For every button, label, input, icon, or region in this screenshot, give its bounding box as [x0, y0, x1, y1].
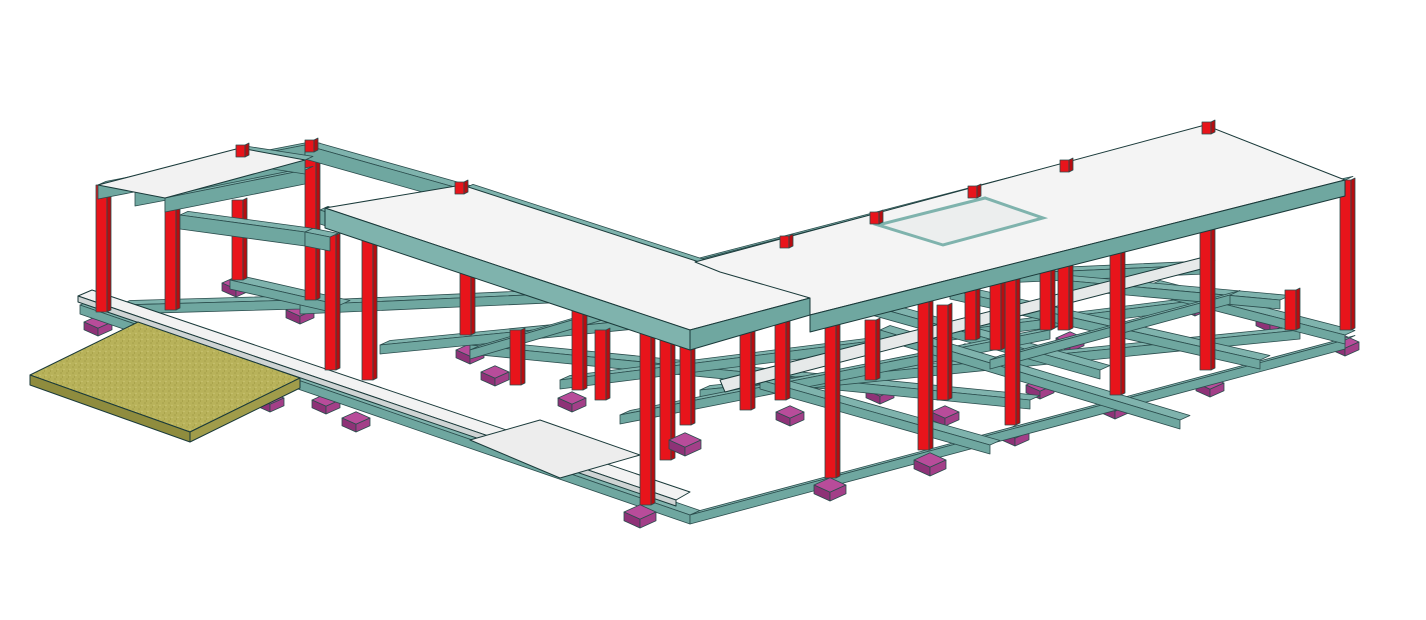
column: [639, 314, 652, 506]
column-stub: [1059, 159, 1070, 173]
column: [936, 304, 949, 401]
column-stub: [967, 185, 978, 199]
column: [1284, 289, 1297, 331]
column: [324, 234, 337, 371]
column-stub: [779, 235, 790, 249]
roof-slabs: [97, 124, 1346, 351]
column: [1057, 261, 1070, 331]
roof-opening: [872, 196, 1049, 247]
column: [459, 269, 472, 336]
column: [917, 299, 930, 451]
column-stubs: [235, 119, 1216, 249]
column: [1039, 267, 1052, 331]
columns: [95, 142, 1356, 506]
footings-front: [623, 432, 947, 529]
floor-slab-strips: [77, 257, 1206, 507]
textured-ground-slab: [29, 321, 301, 443]
column-stub: [235, 144, 246, 158]
column: [774, 319, 787, 401]
column-stub: [454, 181, 465, 195]
column: [1339, 179, 1352, 331]
column: [1199, 217, 1212, 371]
column: [739, 329, 752, 411]
column: [95, 184, 108, 313]
column: [594, 329, 607, 401]
column: [509, 329, 522, 386]
column: [964, 289, 977, 341]
column: [1109, 234, 1122, 396]
column: [1004, 261, 1017, 426]
column-stub: [1201, 121, 1212, 135]
column-stub: [869, 211, 880, 225]
column-stub: [304, 139, 315, 153]
column: [864, 319, 877, 381]
column: [231, 199, 244, 281]
